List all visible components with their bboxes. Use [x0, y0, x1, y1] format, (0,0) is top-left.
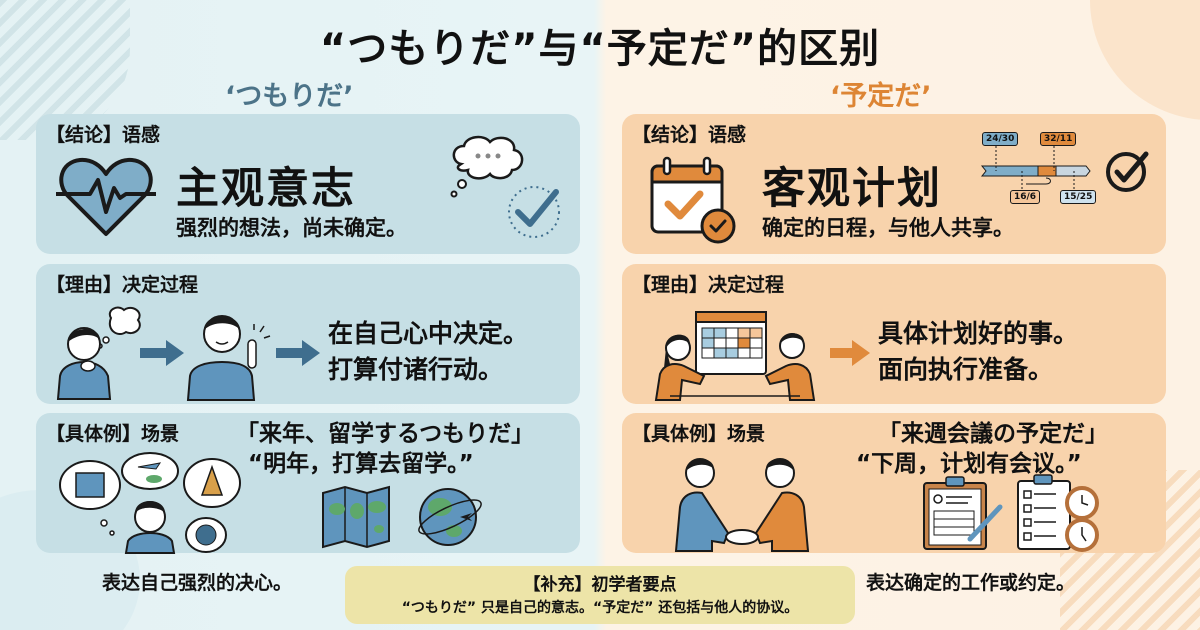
card-label: 【理由】决定过程 — [632, 274, 785, 296]
keyword: 客观计划 — [762, 164, 942, 214]
reason-card: 【理由】决定过程 — [622, 264, 1166, 404]
column-heading-tsumori: ‘つもりだ’ — [225, 81, 354, 112]
conclusion-card: 【结论】语感 客观计划 确定的日程，与他人共享。 24/30 — [622, 114, 1166, 254]
quote-japanese: 「来週会議の予定だ」 — [878, 421, 1108, 447]
reason-line: 在自己心中决定。 — [328, 319, 529, 348]
timeline-icon: 24/30 32/11 16/6 15/25 — [980, 132, 1097, 204]
column-heading-yotei: ‘予定だ’ — [830, 81, 932, 112]
reason-line: 具体计划好的事。 — [878, 319, 1079, 348]
timeline-label: 32/11 — [1040, 132, 1077, 146]
arrow-right-icon — [276, 340, 320, 366]
handshake-icon — [674, 458, 810, 552]
description: 强烈的想法，尚未确定。 — [176, 216, 407, 240]
arrow-right-icon — [140, 340, 184, 366]
idea-person-icon — [186, 315, 271, 401]
heart-pulse-icon — [56, 157, 156, 236]
example-card: 【具体例】场景 「来年、留学するつもりだ」 “明年，打算去留学。” — [36, 413, 580, 554]
planning-meeting-icon — [654, 311, 816, 401]
quote-chinese: “下周，计划有会议。” — [856, 451, 1082, 477]
keyword: 主观意志 — [176, 164, 356, 214]
card-label: 【具体例】场景 — [46, 423, 180, 445]
reason-text: 在自己心中决定。 打算付诸行动。 — [328, 316, 528, 388]
calendar-check-icon — [650, 156, 736, 244]
conclusion-card: 【结论】语感 主观意志 强烈的想法，尚未确定。 — [36, 114, 580, 254]
timeline-label: 16/6 — [1010, 190, 1041, 204]
checklist-clock-icon — [1017, 474, 1099, 552]
reason-text: 具体计划好的事。 面向执行准备。 — [878, 316, 1078, 388]
supplement-note: 【补充】初学者要点 “つもりだ” 只是自己的意志。“予定だ” 还包括与他人的协议… — [345, 566, 855, 624]
card-label: 【结论】语感 — [632, 124, 747, 146]
supplement-text: “つもりだ” 只是自己的意志。“予定だ” 还包括与他人的协议。 — [401, 600, 799, 616]
card-label: 【理由】决定过程 — [46, 274, 199, 296]
card-label: 【结论】语感 — [46, 124, 161, 146]
arrow-right-icon — [830, 340, 870, 366]
thought-bubble-icon — [450, 135, 524, 198]
summary-text: 表达确定的工作或约定。 — [866, 572, 1076, 594]
description: 确定的日程，与他人共享。 — [762, 216, 1014, 240]
timeline-label: 15/25 — [1060, 190, 1097, 204]
reason-line: 打算付诸行动。 — [328, 355, 504, 384]
example-card: 【具体例】场景 「来週会議の予定だ」 “下周，计划有会议。” — [622, 413, 1166, 553]
dotted-check-icon — [508, 186, 560, 238]
reason-card: 【理由】决定过程 在自己心中决定。 打算付诸行动 — [36, 264, 580, 404]
summary-text: 表达自己强烈的决心。 — [102, 572, 293, 594]
page-title: “つもりだ”与“予定だ”的区别 — [319, 26, 881, 72]
dreaming-person-icon — [59, 452, 241, 554]
map-icon — [322, 485, 390, 549]
quote-chinese: “明年，打算去留学。” — [248, 451, 474, 477]
timeline-label: 24/30 — [982, 132, 1019, 146]
supplement-heading: 【补充】初学者要点 — [523, 575, 677, 595]
quote-japanese: 「来年、留学するつもりだ」 — [236, 421, 535, 447]
thinking-person-icon — [56, 306, 141, 400]
circle-check-icon — [1106, 151, 1149, 192]
card-label: 【具体例】场景 — [632, 423, 766, 445]
reason-line: 面向执行准备。 — [878, 355, 1054, 384]
clipboard-form-icon — [923, 476, 1003, 550]
globe-airplane-icon — [418, 488, 482, 546]
